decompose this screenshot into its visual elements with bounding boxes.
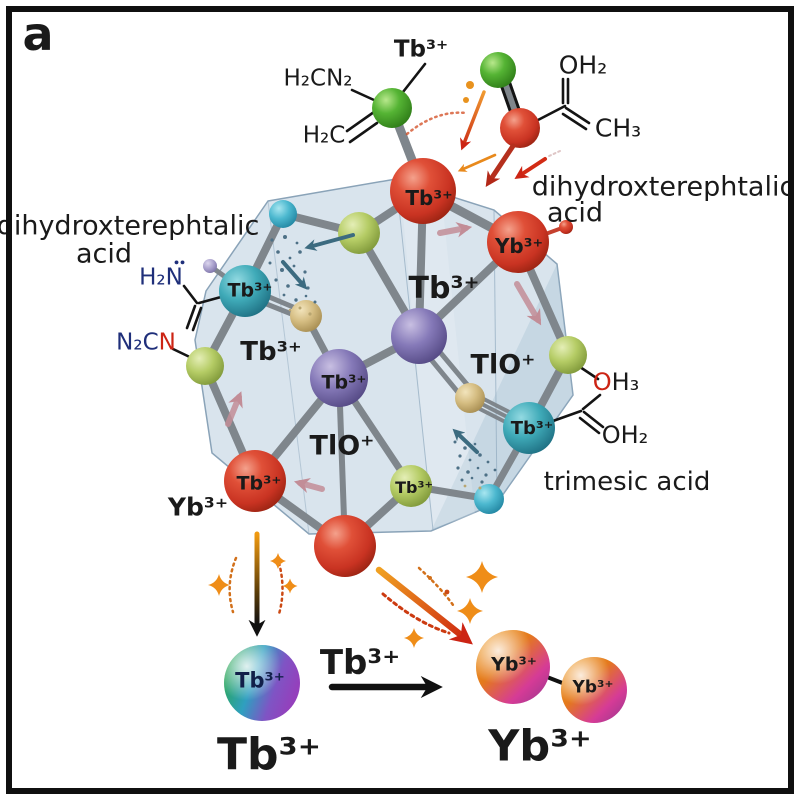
red-yb-sphere [487, 211, 549, 273]
sphere-label-tb-green-bottom: Tb³⁺ [395, 478, 433, 497]
trimesic-acid-name: trimesic acid [543, 467, 711, 497]
red-tb-sphere-bottom-left [224, 450, 286, 512]
formula-h2c: H₂C [302, 122, 346, 149]
green-atom-top [372, 88, 412, 128]
sphere-label-tb-teal-right: Tb³⁺ [510, 418, 554, 439]
product-spheres [224, 630, 627, 723]
yb-product-title: Yb³⁺ [488, 721, 592, 772]
yb-sphere-2-label: Yb³⁺ [572, 677, 614, 698]
yellow-green-atom [338, 212, 380, 254]
formula-h2cn2: H₂CN₂ [283, 65, 353, 92]
tb-product-sphere-label: Tb³⁺ [235, 668, 285, 693]
emission-arrows [228, 531, 473, 699]
tb-ion-label-center: Tb³⁺ [408, 271, 480, 306]
sphere-label-yb: Yb³⁺ [494, 234, 544, 258]
right-acid-name-line1: dihydroxterephtalic [531, 171, 795, 203]
red-tb-sphere-top [390, 158, 456, 224]
formula-h3: H₃ [611, 368, 640, 396]
sphere-label-tb-purple: Tb³⁺ [321, 371, 367, 394]
top-molecule-lines [345, 62, 427, 144]
formula-o-red: O [592, 368, 612, 396]
red-atom-right [500, 108, 540, 148]
cyan-atom [474, 484, 504, 514]
cyan-atom [269, 200, 297, 228]
purple-tb-sphere-center [310, 349, 368, 407]
sparkles [208, 553, 498, 648]
tlo-ion-label-bottom: TlO⁺ [309, 430, 375, 462]
excitation-arrows [405, 81, 561, 187]
teal-tb-sphere-left [219, 265, 271, 317]
red-sphere-bottom [314, 515, 376, 577]
formula-n-red: N [158, 329, 176, 356]
left-acid-name-line1: dihydroxterephtalic [0, 210, 260, 242]
tb-ion-label-left: Tb³⁺ [240, 337, 302, 367]
sphere-label-tb-top: Tb³⁺ [405, 186, 453, 210]
formula-h2n: H₂N [139, 264, 183, 291]
energy-transfer-arrows-teal [281, 233, 479, 454]
speckle-cloud-right [453, 440, 497, 490]
small-red-atom [559, 220, 573, 234]
yellow-green-atom [186, 347, 224, 385]
purple-tb-sphere [391, 308, 447, 364]
formula-oh2-trimesic: OH₂ [601, 421, 649, 449]
panel-letter: a [22, 7, 54, 61]
lone-pair-dots: •• [172, 256, 186, 270]
formula-ch3: CH₃ [594, 113, 642, 143]
teal-tb-sphere-right [503, 402, 555, 454]
sphere-label-tb-red-bottom: Tb³⁺ [236, 472, 282, 495]
yb-ion-label-outside: Yb³⁺ [167, 492, 229, 522]
tan-atom [290, 300, 322, 332]
tb-over-arrow-label: Tb³⁺ [319, 643, 401, 683]
lavender-atom [203, 259, 217, 273]
tlo-ion-label-right: TlO⁺ [470, 349, 536, 381]
yb-sphere-1-label: Yb³⁺ [491, 653, 537, 676]
green-atom-right [480, 52, 516, 88]
yellow-green-atom [549, 336, 587, 374]
tb-product-title: Tb³⁺ [216, 729, 322, 780]
formula-n2c: N₂C [116, 329, 159, 356]
top-tb-ion-label: Tb³⁺ [393, 36, 449, 63]
sphere-label-tb-teal-left: Tb³⁺ [227, 279, 273, 302]
formula-oh2-right: OH₂ [558, 50, 608, 80]
left-acid-name-line2: acid [75, 238, 133, 270]
yellow-green-tb-sphere-bottom [390, 465, 432, 507]
speckle-cloud-left [268, 235, 317, 316]
migration-arrows-pink [225, 222, 542, 493]
tan-atom [455, 383, 485, 413]
right-acid-name-line2: acid [546, 197, 604, 229]
cluster-spheres [186, 52, 587, 577]
trimesic-molecule-lines [551, 365, 605, 435]
